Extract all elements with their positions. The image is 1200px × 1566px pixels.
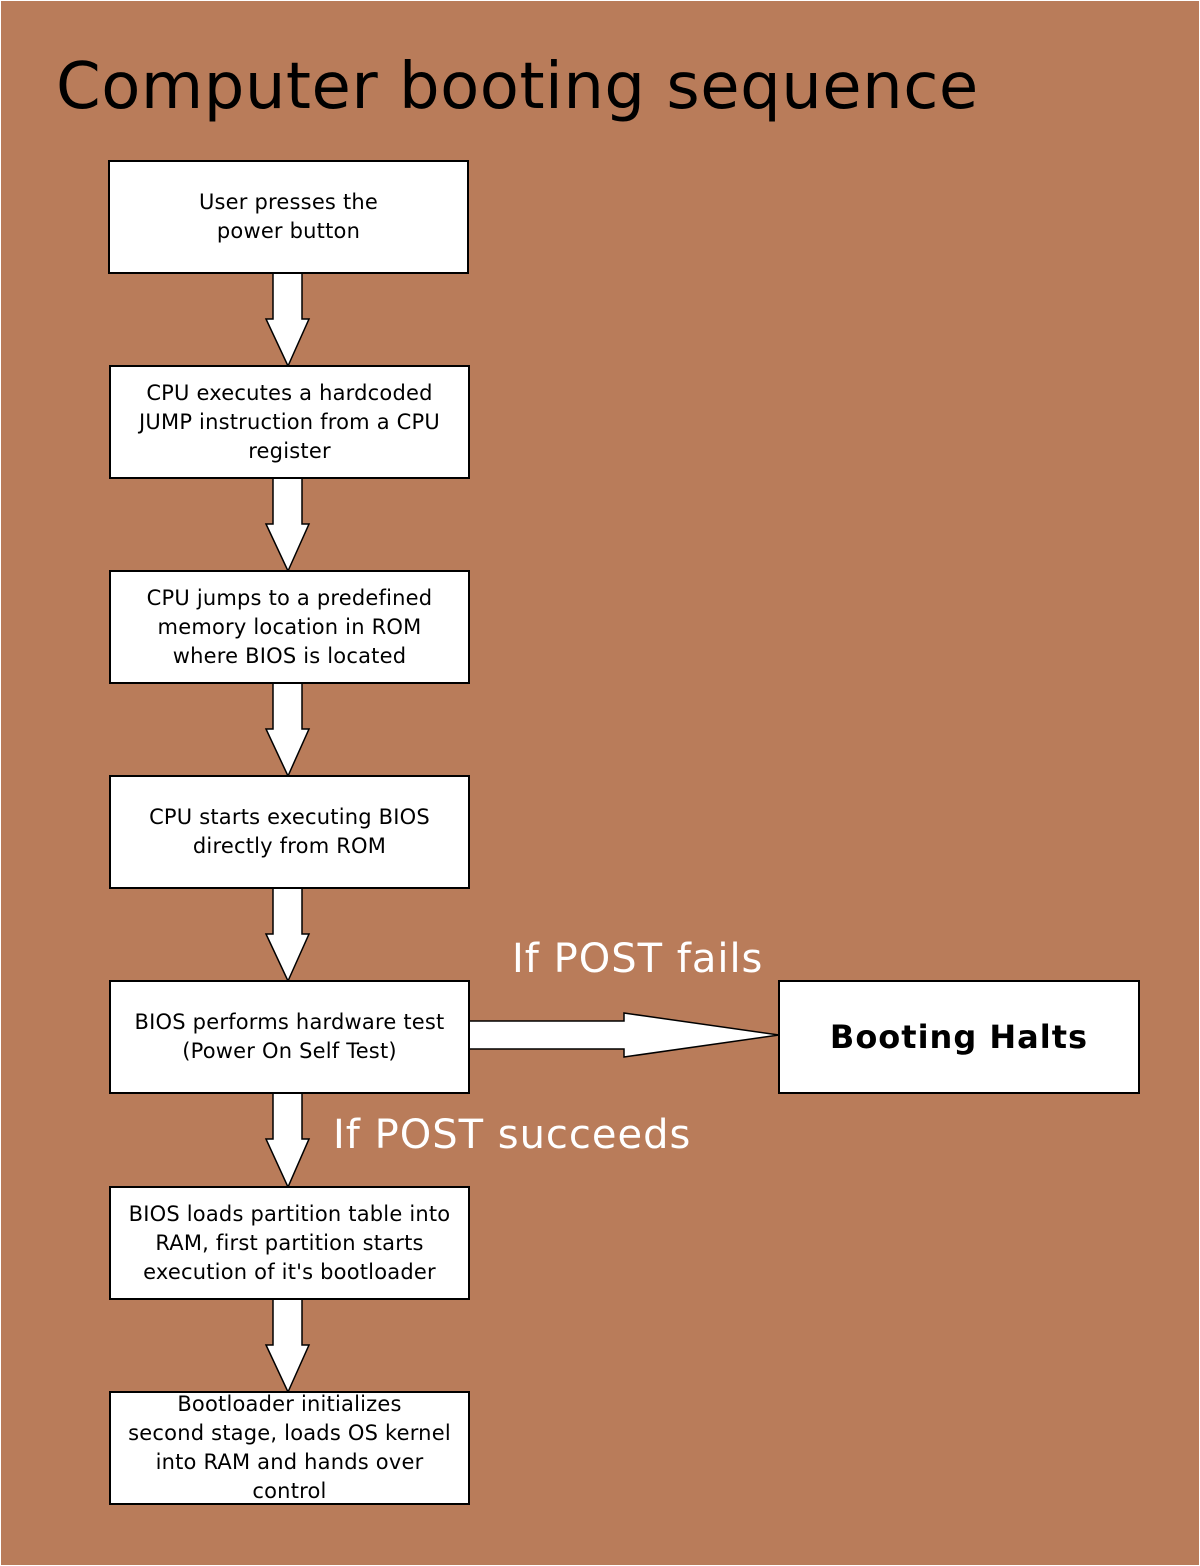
step-6-text: BIOS loads partition table into RAM, fir…	[128, 1201, 451, 1284]
step-2-text: CPU executes a hardcoded JUMP instructio…	[139, 380, 440, 463]
arrow-step6-to-step7	[264, 1298, 311, 1394]
step-7-bootloader: Bootloader initializes second stage, loa…	[109, 1391, 470, 1505]
arrow-step1-to-step2	[264, 272, 311, 368]
step-1-power-button: User presses the power button	[108, 160, 469, 274]
step-3-text: CPU jumps to a predefined memory locatio…	[146, 585, 433, 668]
branch-label-post-succeeds: If POST succeeds	[333, 1112, 692, 1158]
arrow-step3-to-step4	[264, 682, 311, 778]
arrow-step4-to-step5	[264, 887, 311, 983]
step-1-text: User presses the power button	[198, 190, 379, 243]
arrow-post-fail-to-halt	[468, 1012, 780, 1058]
booting-halts-box: Booting Halts	[778, 980, 1140, 1094]
step-7-text: Bootloader initializes second stage, loa…	[128, 1392, 451, 1503]
step-3-cpu-jumps-to-rom: CPU jumps to a predefined memory locatio…	[109, 570, 470, 684]
diagram-title: Computer booting sequence	[56, 50, 979, 124]
step-6-load-partition-table: BIOS loads partition table into RAM, fir…	[109, 1186, 470, 1300]
step-2-cpu-jump-instruction: CPU executes a hardcoded JUMP instructio…	[109, 365, 470, 479]
booting-halts-text: Booting Halts	[829, 1017, 1089, 1056]
step-5-text: BIOS performs hardware test (Power On Se…	[134, 1010, 445, 1063]
branch-label-post-fails: If POST fails	[512, 936, 764, 982]
step-5-post: BIOS performs hardware test (Power On Se…	[109, 980, 470, 1094]
arrow-step5-to-step6	[264, 1092, 311, 1189]
step-4-executing-bios: CPU starts executing BIOS directly from …	[109, 775, 470, 889]
arrow-step2-to-step3	[264, 477, 311, 573]
step-4-text: CPU starts executing BIOS directly from …	[149, 805, 430, 858]
